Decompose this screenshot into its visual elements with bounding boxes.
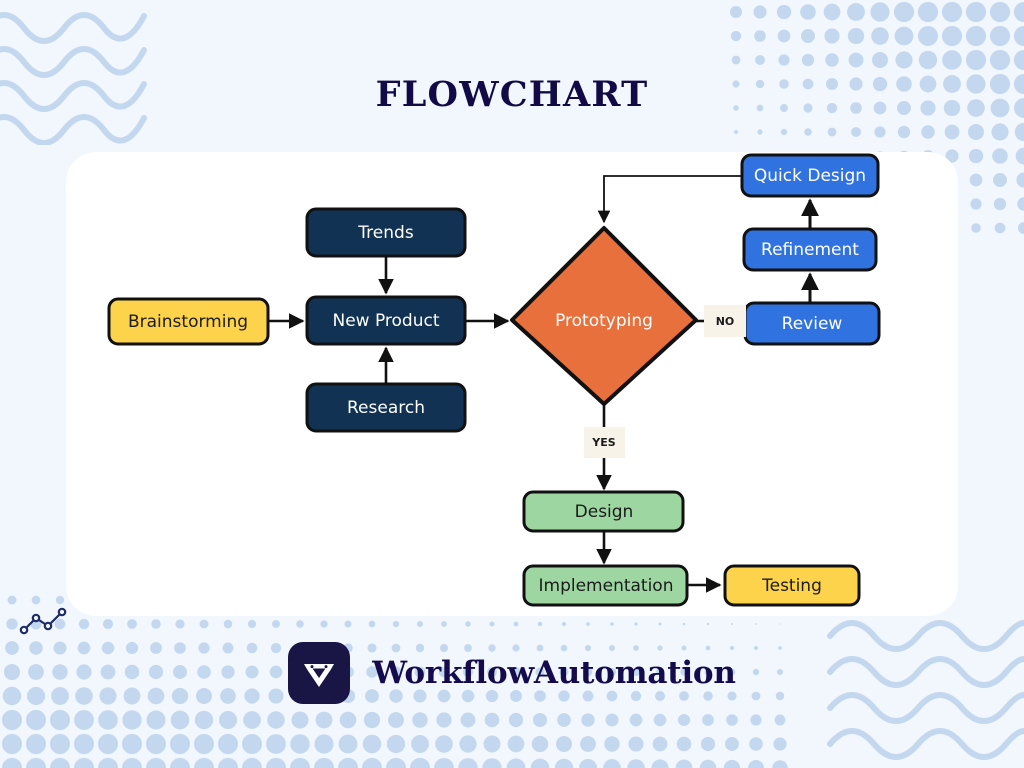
- node-research-label: Research: [347, 398, 425, 418]
- node-research[interactable]: Research: [305, 382, 467, 433]
- node-brainstorming-shape[interactable]: [107, 297, 270, 346]
- w-monogram-logo-icon: [304, 664, 335, 687]
- node-brainstorming[interactable]: Brainstorming: [107, 297, 270, 346]
- node-refinement[interactable]: Refinement: [742, 227, 878, 272]
- node-implementation-label: Implementation: [539, 576, 674, 596]
- node-new-product-label: New Product: [332, 311, 439, 331]
- node-implementation-shape[interactable]: [522, 564, 689, 607]
- node-design-shape[interactable]: [522, 490, 685, 533]
- node-quick-design-shape[interactable]: [740, 153, 880, 198]
- node-research-shape[interactable]: [305, 382, 467, 433]
- node-trends[interactable]: Trends: [305, 207, 467, 258]
- node-testing[interactable]: Testing: [723, 564, 861, 607]
- node-review-label: Review: [782, 314, 843, 334]
- edge-label-no-background: [704, 305, 746, 337]
- node-prototyping[interactable]: Prototyping: [510, 226, 698, 406]
- node-trends-label: Trends: [357, 223, 414, 243]
- brand-footer: WorkflowAutomation: [0, 642, 1024, 704]
- node-prototyping-shape[interactable]: [510, 226, 698, 406]
- node-implementation[interactable]: Implementation: [522, 564, 689, 607]
- node-trends-shape[interactable]: [305, 207, 467, 258]
- page-title: FLOWCHART: [375, 74, 649, 115]
- edge-label-yes-background: [584, 427, 625, 458]
- node-testing-shape[interactable]: [723, 564, 861, 607]
- edge-label-no: NO: [704, 305, 746, 337]
- node-refinement-shape[interactable]: [742, 227, 878, 272]
- node-quick-design[interactable]: Quick Design: [740, 153, 880, 198]
- node-quick-design-label: Quick Design: [754, 166, 866, 186]
- brand-name: WorkflowAutomation: [372, 655, 736, 691]
- node-brainstorming-label: Brainstorming: [128, 312, 248, 332]
- node-new-product[interactable]: New Product: [305, 295, 467, 346]
- node-design-label: Design: [575, 502, 634, 522]
- node-review[interactable]: Review: [743, 301, 881, 346]
- edge-label-yes-text: YES: [591, 436, 615, 449]
- node-prototyping-label: Prototyping: [555, 311, 653, 331]
- node-testing-label: Testing: [761, 576, 822, 596]
- node-design[interactable]: Design: [522, 490, 685, 533]
- node-new-product-shape[interactable]: [305, 295, 467, 346]
- node-refinement-label: Refinement: [761, 240, 859, 260]
- flowchart-canvas: Brainstorming Trends New Product Researc…: [107, 153, 881, 607]
- wave-pattern-top-left: [0, 12, 147, 145]
- edge-quick-design-prototyping: [597, 175, 742, 224]
- brand-logo: [288, 642, 351, 704]
- edge-label-yes: YES: [584, 427, 625, 458]
- edge-label-no-text: NO: [716, 315, 735, 328]
